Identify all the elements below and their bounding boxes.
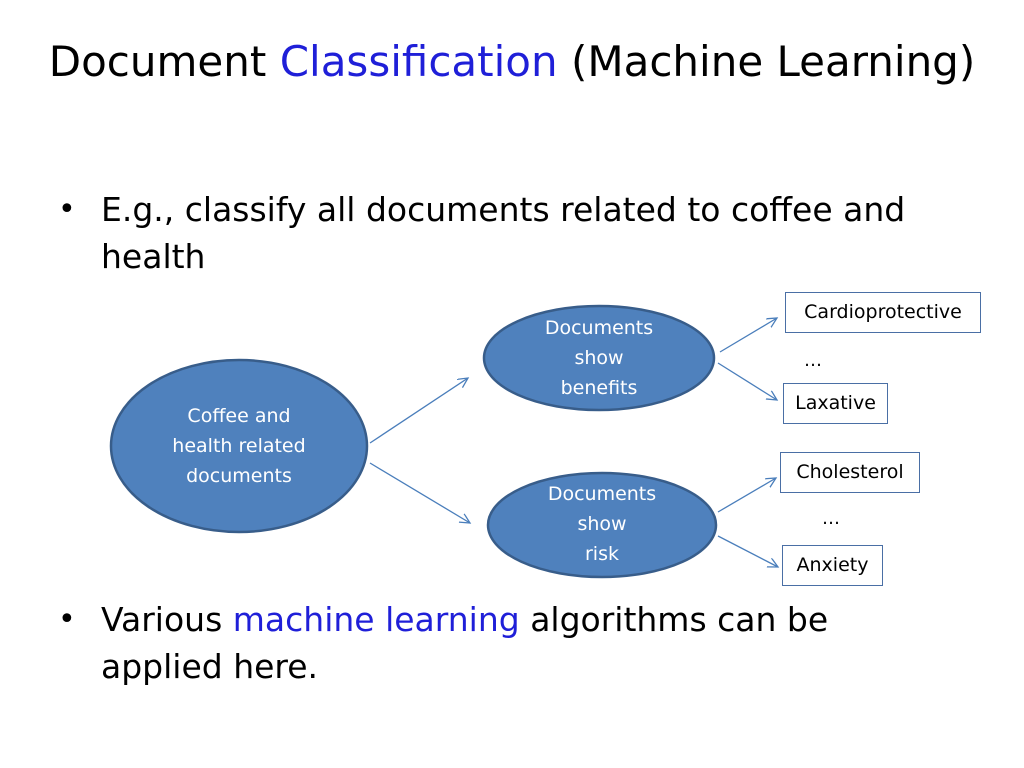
bullet-2-post: algorithms can be applied here. <box>101 600 829 686</box>
root-node-label: Coffee and health related documents <box>172 405 306 487</box>
risk-node <box>486 471 718 579</box>
arrow-risk-cholesterol <box>717 478 776 513</box>
ellipsis-bottom: … <box>822 508 840 529</box>
benefits-node-label: Documents show benefits <box>544 317 654 399</box>
leaf-box-cholesterol: Cholesterol <box>780 452 920 493</box>
leaf-box-cardioprotective: Cardioprotective <box>785 292 981 333</box>
slide-title: Document Classification (Machine Learnin… <box>0 34 1024 90</box>
benefits-node <box>482 304 716 412</box>
leaf-box-laxative: Laxative <box>783 383 888 424</box>
arrow-root-risk <box>369 462 470 523</box>
arrow-root-benefits <box>369 378 468 444</box>
arrow-benefits-cardioprotective <box>719 318 777 353</box>
title-part1: Document <box>48 37 280 86</box>
bullet-2-pre: Various <box>101 600 233 639</box>
title-part2: (Machine Learning) <box>557 37 976 86</box>
root-node <box>109 358 369 534</box>
bullet-icon: • <box>58 602 76 637</box>
bullet-text-2: Various machine learning algorithms can … <box>101 596 938 690</box>
ellipsis-top: … <box>804 350 822 371</box>
bullet-icon: • <box>58 192 76 227</box>
arrow-benefits-laxative <box>717 362 777 400</box>
bullet-2-highlight: machine learning <box>232 600 520 639</box>
risk-node-label: Documents show risk <box>547 483 657 565</box>
arrow-risk-anxiety <box>717 535 778 567</box>
bullet-item-1: • E.g., classify all documents related t… <box>58 186 938 280</box>
bullet-text-1: E.g., classify all documents related to … <box>101 190 906 276</box>
title-highlight: Classification <box>279 37 558 86</box>
leaf-box-anxiety: Anxiety <box>782 545 883 586</box>
bullet-item-2: • Various machine learning algorithms ca… <box>58 596 938 690</box>
